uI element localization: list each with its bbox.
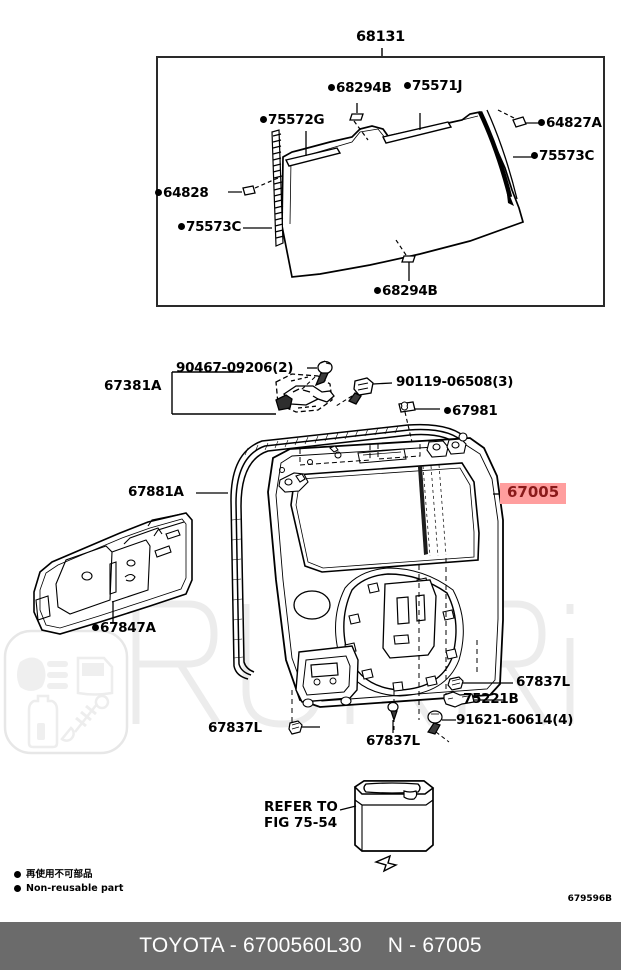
part-label-90119-06508[interactable]: 90119-06508(3) xyxy=(396,374,514,390)
part-label-67837l-center[interactable]: 67837L xyxy=(366,733,420,749)
footer-brand-code: TOYOTA - 6700560L30 xyxy=(139,934,362,957)
part-label-75573c-right[interactable]: 75573C xyxy=(531,148,594,164)
bullet-dot xyxy=(531,151,538,159)
diagram-code: 679596B xyxy=(567,894,612,904)
part-label-68294b-top[interactable]: 68294B xyxy=(328,80,392,96)
part-label-67381a[interactable]: 67381A xyxy=(104,378,162,394)
part-label-75221b[interactable]: 75221B xyxy=(463,691,519,707)
bullet-dot xyxy=(328,83,335,91)
part-label-67981[interactable]: 67981 xyxy=(444,403,498,419)
part-label-75573c-left[interactable]: 75573C xyxy=(178,219,241,235)
bullet-dot xyxy=(260,115,267,123)
part-label-64827a[interactable]: 64827A xyxy=(538,115,602,131)
footer-bar: TOYOTA - 6700560L30 N - 67005 xyxy=(0,922,621,970)
part-label-67847a[interactable]: 67847A xyxy=(92,620,156,636)
bullet-dot xyxy=(374,286,381,294)
bullet-dot xyxy=(14,871,21,879)
bullet-dot xyxy=(538,118,545,126)
bullet-dot xyxy=(444,406,451,414)
footer-node-code: N - 67005 xyxy=(387,934,482,957)
bullet-dot xyxy=(92,623,99,631)
bullet-dot xyxy=(14,885,21,893)
part-label-67837l-left[interactable]: 67837L xyxy=(208,720,262,736)
legend-text-jp: 再使用不可部品 xyxy=(26,869,93,880)
part-label-90467-09206[interactable]: 90467-09206(2) xyxy=(176,360,294,376)
part-label-67837l-right[interactable]: 67837L xyxy=(516,674,570,690)
part-label-68294b-bottom[interactable]: 68294B xyxy=(374,283,438,299)
legend-text-en: Non-reusable part xyxy=(26,882,124,894)
bullet-dot xyxy=(155,188,162,196)
legend-row-en: Non-reusable part xyxy=(14,882,123,896)
part-label-91621-60614[interactable]: 91621-60614(4) xyxy=(456,712,574,728)
part-label-68131[interactable]: 68131 xyxy=(356,29,405,45)
legend-row-jp: 再使用不可部品 xyxy=(14,868,123,882)
refer-to-note[interactable]: REFER TO FIG 75-54 xyxy=(264,799,338,831)
legend: 再使用不可部品 Non-reusable part xyxy=(14,868,123,896)
part-label-67881a[interactable]: 67881A xyxy=(128,484,184,500)
bullet-dot xyxy=(178,222,185,230)
part-label-75572g[interactable]: 75572G xyxy=(260,112,325,128)
part-label-67005-highlighted[interactable]: 67005 xyxy=(500,483,567,504)
part-label-64828[interactable]: 64828 xyxy=(155,185,209,201)
part-label-75571j[interactable]: 75571J xyxy=(404,78,463,94)
bullet-dot xyxy=(404,81,411,89)
